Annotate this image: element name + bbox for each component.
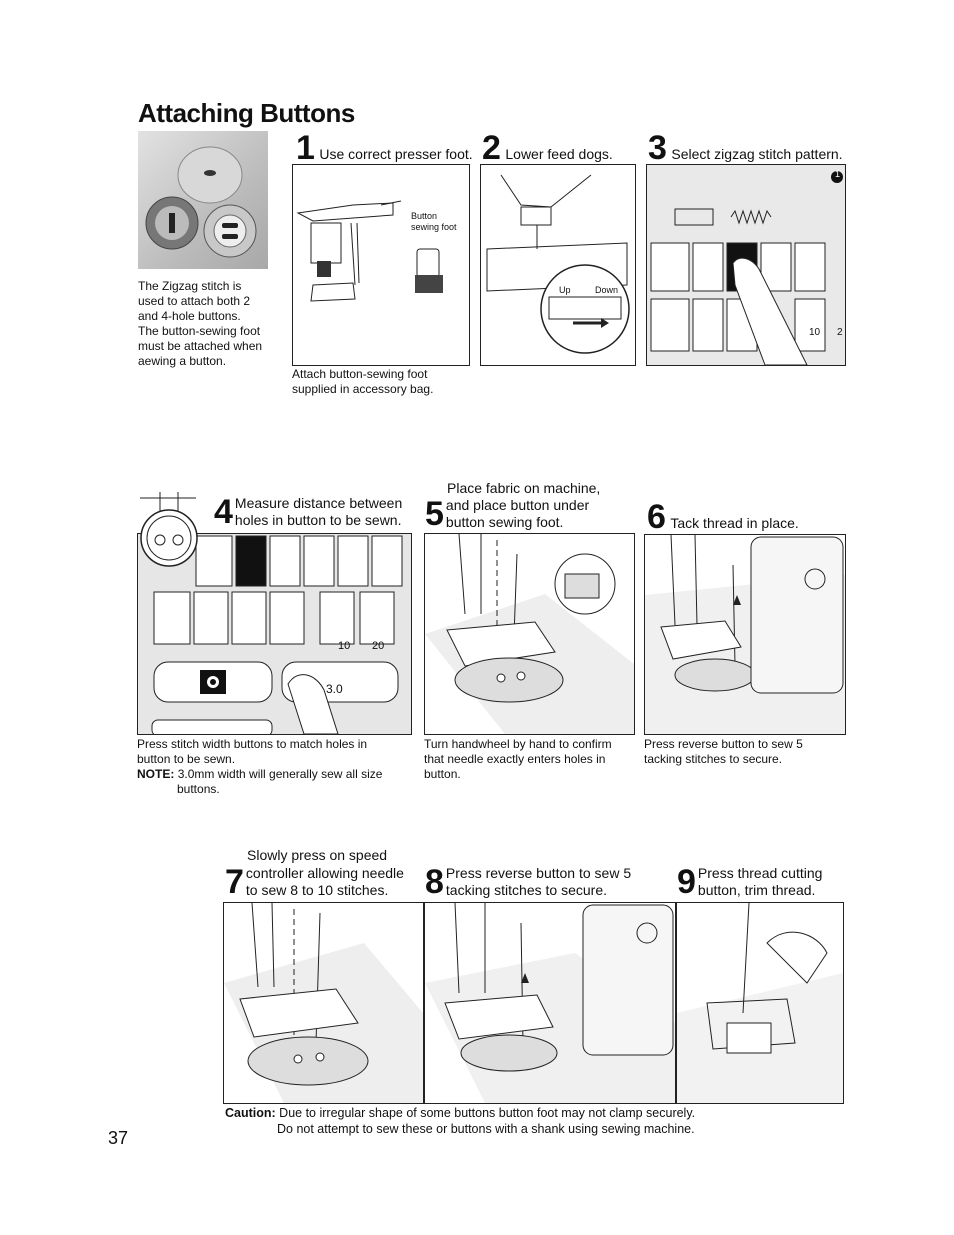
step-7-header: 7 controller allowing needle to sew 8 to… <box>225 865 404 899</box>
step-2-header: 2 Lower feed dogs. <box>482 131 613 165</box>
step-8-header: 8 Press reverse button to sew 5 tacking … <box>425 865 631 899</box>
note-line: NOTE: 3.0mm width will generally sew all… <box>137 767 412 782</box>
step-number: 7 <box>225 863 244 901</box>
caption-line: Press stitch width buttons to match hole… <box>137 737 368 751</box>
step-number: 3 <box>648 129 667 167</box>
step-heading: Measure distance between holes in button… <box>235 495 402 529</box>
intro-line: The button-sewing foot <box>138 324 261 338</box>
step-4-caption: Press stitch width buttons to match hole… <box>137 737 412 797</box>
pattern-label: 2 <box>837 327 843 338</box>
caution-label: Caution: <box>225 1106 276 1120</box>
buttons-photo <box>138 131 268 269</box>
step-heading: Lower feed dogs. <box>505 146 613 162</box>
heading-line: button sewing foot. <box>445 514 564 530</box>
button-measure-diagram <box>138 492 200 582</box>
note-text: buttons. <box>177 782 220 796</box>
heading-line: Press thread cutting <box>697 865 823 881</box>
step-4-illustration: 10 20 3.0 <box>137 533 412 735</box>
heading-line: Press reverse button to sew 5 <box>445 865 632 881</box>
step-6-caption: Press reverse button to sew 5 tacking st… <box>644 737 844 767</box>
caption-line: Attach button-sewing foot <box>292 367 428 381</box>
caution-block: Caution: Due to irregular shape of some … <box>225 1105 695 1137</box>
step-number: 9 <box>677 863 696 901</box>
step-3-illustration: 1 10 2 <box>646 164 846 366</box>
heading-line: controller allowing needle <box>245 865 404 881</box>
step-9-header: 9 Press thread cutting button, trim thre… <box>677 865 822 899</box>
step-3-header: 3 Select zigzag stitch pattern. <box>648 131 843 165</box>
pattern-label: 20 <box>372 640 385 652</box>
step-5-caption: Turn handwheel by hand to confirm that n… <box>424 737 636 782</box>
mode-badge: 1 <box>835 169 841 179</box>
heading-line: holes in button to be sewn. <box>234 512 402 528</box>
step-number: 6 <box>647 498 666 536</box>
caution-line-1: Caution: Due to irregular shape of some … <box>225 1105 695 1121</box>
step-5-header: 5 and place button under button sewing f… <box>425 497 589 531</box>
intro-line: used to attach both 2 <box>138 294 251 308</box>
step-1-caption: Attach button-sewing foot supplied in ac… <box>292 367 433 397</box>
step-heading: Press thread cutting button, trim thread… <box>698 865 823 899</box>
foot-label: Button sewing foot <box>411 211 457 233</box>
stitch-width-display: 3.0 <box>326 682 343 696</box>
step-7-heading-top: Slowly press on speed <box>247 847 388 863</box>
step-2-illustration: Up Down <box>480 164 636 366</box>
step-9-illustration <box>676 902 844 1104</box>
step-1-illustration: Button sewing foot <box>292 164 470 366</box>
label-text: sewing foot <box>411 222 457 232</box>
step-number: 5 <box>425 495 444 533</box>
step-heading: Use correct presser foot. <box>319 146 473 162</box>
heading-line: to sew 8 to 10 stitches. <box>245 882 389 898</box>
caption-line: Press reverse button to sew 5 <box>644 737 803 751</box>
page-title: Attaching Buttons <box>138 98 355 128</box>
intro-line: and 4-hole buttons. <box>138 309 241 323</box>
label-text: Button <box>411 211 438 221</box>
step-heading: Select zigzag stitch pattern. <box>671 146 843 162</box>
heading-line: and place button under <box>445 497 590 513</box>
note-text: 3.0mm width will generally sew all size <box>177 767 383 781</box>
step-6-header: 6 Tack thread in place. <box>647 500 799 534</box>
caption-line: button. <box>424 767 461 781</box>
intro-line: The Zigzag stitch is <box>138 279 242 293</box>
step-5-illustration <box>424 533 635 735</box>
step-number: 4 <box>214 493 233 531</box>
caption-line: button to be sewn. <box>137 752 236 766</box>
intro-text: The Zigzag stitch is used to attach both… <box>138 279 288 369</box>
heading-line: tacking stitches to secure. <box>445 882 607 898</box>
step-6-illustration <box>644 534 846 735</box>
intro-line: aewing a button. <box>138 354 227 368</box>
caption-line: tacking stitches to secure. <box>644 752 783 766</box>
up-label: Up <box>559 285 571 295</box>
heading-line: button, trim thread. <box>697 882 816 898</box>
step-8-illustration <box>424 902 676 1104</box>
step-number: 8 <box>425 863 444 901</box>
step-heading: Press reverse button to sew 5 tacking st… <box>446 865 631 899</box>
caption-line: that needle exactly enters holes in <box>424 752 606 766</box>
page-number: 37 <box>108 1128 129 1148</box>
down-label: Down <box>595 285 619 295</box>
step-4-header: 4 Measure distance between holes in butt… <box>214 495 402 529</box>
pattern-label: 10 <box>809 327 821 338</box>
pattern-label: 10 <box>338 640 351 652</box>
caption-line: Turn handwheel by hand to confirm <box>424 737 612 751</box>
caption-line: supplied in accessory bag. <box>292 382 434 396</box>
step-heading: Tack thread in place. <box>670 515 799 531</box>
step-number: 2 <box>482 129 501 167</box>
heading-line: Measure distance between <box>234 495 403 511</box>
caution-text: Due to irregular shape of some buttons b… <box>279 1106 696 1120</box>
step-5-heading-top: Place fabric on machine, <box>447 480 601 496</box>
intro-line: must be attached when <box>138 339 263 353</box>
step-number: 1 <box>296 129 315 167</box>
step-heading: controller allowing needle to sew 8 to 1… <box>246 865 404 899</box>
step-1-header: 1 Use correct presser foot. <box>296 131 473 165</box>
step-7-illustration <box>223 902 424 1104</box>
step-heading: and place button under button sewing foo… <box>446 497 589 531</box>
note-label: NOTE: <box>137 767 175 781</box>
caution-text: Do not attempt to sew these or buttons w… <box>277 1122 695 1136</box>
